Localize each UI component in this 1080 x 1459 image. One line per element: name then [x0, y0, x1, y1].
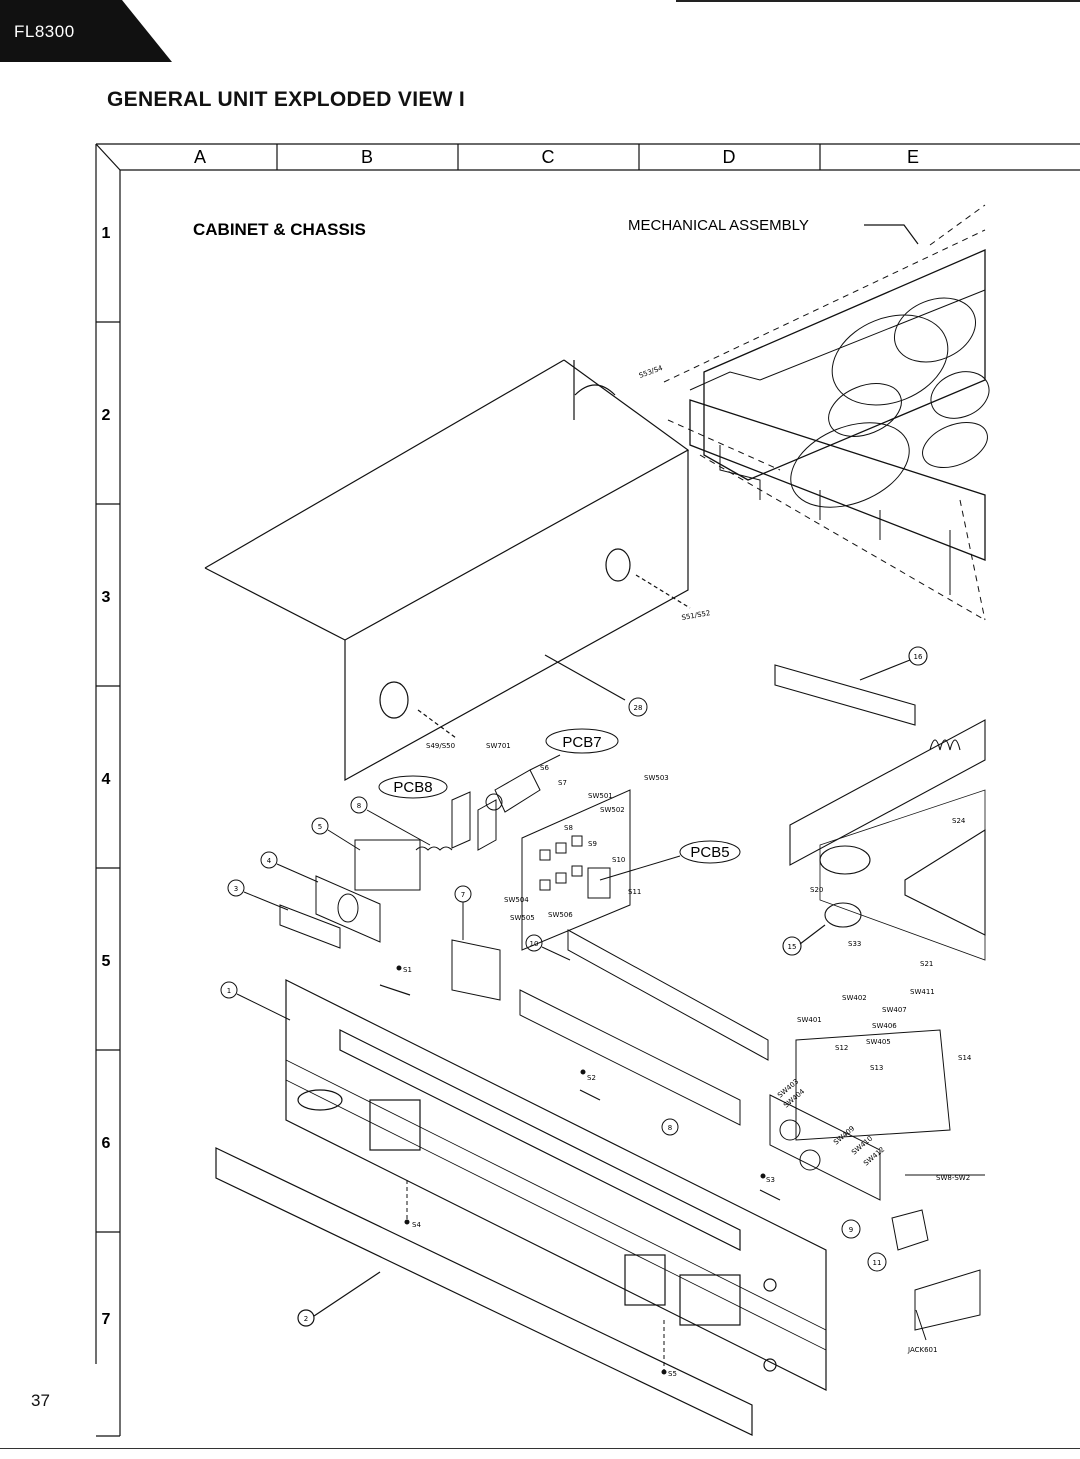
screw-label-s10: S10 [612, 856, 625, 864]
callout-11-text: 11 [873, 1259, 882, 1267]
callout-15-text: 15 [788, 943, 797, 951]
screw-label-s51: S51/S52 [681, 609, 711, 622]
cabinet-top-cover [204, 359, 691, 782]
callout-8-spring [350, 796, 453, 851]
switch-label-sw505: SW505 [510, 914, 535, 922]
screw-label-s14: S14 [958, 1054, 972, 1062]
display-window [519, 989, 741, 1136]
switch-range-label: SW8-SW2 [936, 1174, 970, 1182]
screw-label-s53: S53/S4 [638, 364, 664, 380]
screw-label-s7: S7 [558, 779, 567, 787]
screw-label-s6: S6 [540, 764, 549, 772]
screw-label-s12: S12 [835, 1044, 848, 1052]
screw-label-s3: S3 [766, 1176, 775, 1184]
switch-label-sw402: SW402 [842, 994, 867, 1002]
switch-label-sw701: SW701 [486, 742, 511, 750]
page-title: GENERAL UNIT EXPLODED VIEW I [107, 88, 466, 111]
callout-8b-text: 8 [668, 1124, 672, 1132]
switch-label-sw411: SW411 [910, 988, 935, 996]
callout-8a-text: 8 [357, 802, 361, 810]
col-label-e: E [907, 147, 919, 167]
pcb8-board: PCB8 [378, 775, 497, 851]
callout-5-text: 5 [318, 823, 322, 831]
callout-3-text: 3 [234, 885, 238, 893]
bottom-rule [0, 1448, 1080, 1449]
screw-label-s2: S2 [587, 1074, 596, 1082]
screw-label-s13: S13 [870, 1064, 883, 1072]
switch-label-sw504: SW504 [504, 896, 529, 904]
callout-28-text: 28 [634, 704, 643, 712]
mechanical-leader [864, 224, 919, 245]
chassis-frame [774, 646, 986, 961]
row-label-4: 4 [102, 771, 111, 788]
col-label-c: C [542, 147, 555, 167]
top-rule [676, 0, 1080, 2]
callout-9-text: 10 [530, 940, 539, 948]
model-tab-text: FL8300 [14, 22, 75, 41]
pcb5-label: PCB5 [690, 844, 729, 861]
mechanical-assembly-label: MECHANICAL ASSEMBLY [628, 217, 809, 234]
screw-label-s33: S33 [848, 940, 861, 948]
screw-label-s8: S8 [564, 824, 573, 832]
callout-2-text: 2 [304, 1315, 308, 1323]
cabinet-chassis-label: CABINET & CHASSIS [193, 220, 366, 239]
callout-4-text: 4 [267, 857, 272, 865]
sw400-board [769, 1029, 985, 1341]
col-label-b: B [361, 147, 373, 167]
row-label-2: 2 [102, 407, 111, 424]
jack-label: JACK601 [907, 1346, 937, 1354]
callout-1-text: 1 [227, 987, 231, 995]
screw-label-s9: S9 [588, 840, 597, 848]
callout-28: 28 [628, 697, 648, 717]
screw-label-s20: S20 [810, 886, 823, 894]
switch-label-sw501: SW501 [588, 792, 613, 800]
left-parts [227, 817, 421, 949]
screw-label-s1: S1 [403, 966, 412, 974]
callout-16-text: 16 [914, 653, 923, 661]
model-tab: FL8300 [0, 0, 172, 62]
grid-frame [95, 143, 1080, 1437]
pcb7-label: PCB7 [562, 734, 601, 751]
screw-label-s4: S4 [412, 1221, 421, 1229]
pcb5-board [521, 789, 741, 951]
page-number: 37 [31, 1391, 50, 1410]
switch-label-sw506: SW506 [548, 911, 573, 919]
switch-label-sw406: SW406 [872, 1022, 897, 1030]
pcb8-label: PCB8 [393, 779, 432, 796]
switch-label-sw503: SW503 [644, 774, 669, 782]
callout-1-leader [236, 993, 291, 1021]
front-screws [396, 965, 766, 1375]
screw-label-s24: S24 [952, 817, 966, 825]
callout-10-text: 9 [849, 1226, 853, 1234]
callout-1-circle [220, 981, 238, 999]
row-label-1: 1 [102, 225, 111, 242]
pcb7-board: PCB7 SW701 [485, 728, 619, 813]
screw-label-s11: S11 [628, 888, 641, 896]
switch-label-sw502: SW502 [600, 806, 625, 814]
row-label-5: 5 [102, 953, 111, 970]
callout-7-9 [451, 885, 769, 1061]
screw-label-s49: S49/S50 [426, 742, 455, 750]
screw-label-s21: S21 [920, 960, 933, 968]
front-panel [285, 979, 827, 1391]
row-label-6: 6 [102, 1135, 111, 1152]
screw-label-s5: S5 [668, 1370, 677, 1378]
front-lens [215, 1147, 753, 1436]
col-label-a: A [194, 147, 206, 167]
mechanical-assembly [663, 204, 990, 621]
model-tab-shape [0, 0, 172, 62]
switch-label-sw401: SW401 [797, 1016, 822, 1024]
col-label-d: D [723, 147, 736, 167]
row-label-7: 7 [102, 1311, 111, 1328]
switch-label-sw405: SW405 [866, 1038, 891, 1046]
switch-label-sw412: SW412 [862, 1146, 886, 1168]
callout-7-text: 7 [461, 891, 465, 899]
row-label-3: 3 [102, 589, 111, 606]
switch-label-sw407: SW407 [882, 1006, 907, 1014]
